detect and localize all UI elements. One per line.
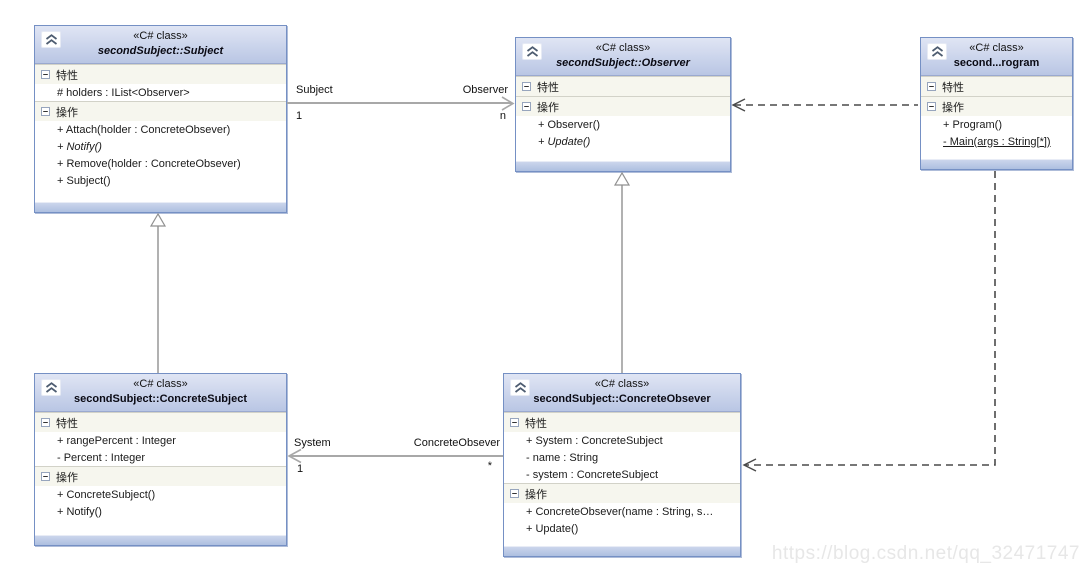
minus-box-icon [41,107,50,116]
section-attributes[interactable]: 特性 [35,64,286,84]
section-operations[interactable]: 操作 [35,466,286,486]
class-box-concrete-obsever[interactable]: «C# class» secondSubject::ConcreteObseve… [503,373,741,557]
class-stereotype: «C# class» [133,378,188,390]
member-row[interactable]: + ConcreteSubject() [35,486,286,503]
class-name: second...rogram [953,57,1040,69]
class-footer [35,535,286,545]
member-row[interactable]: + Notify() [35,503,286,520]
section-label: 特性 [525,417,547,430]
minus-box-icon [510,418,519,427]
role-label-observer: Observer [462,84,508,96]
member-row[interactable]: - Percent : Integer [35,449,286,466]
collapse-chevron-icon[interactable] [41,379,61,396]
member-row[interactable]: + Update() [516,133,730,150]
section-attributes[interactable]: 特性 [504,412,740,432]
member-row[interactable]: + ConcreteObsever(name : String, s… [504,503,740,520]
section-operations[interactable]: 操作 [35,101,286,121]
section-label: 操作 [56,471,78,484]
section-operations[interactable]: 操作 [921,96,1072,116]
section-label: 特性 [56,69,78,82]
class-header: «C# class» secondSubject::ConcreteObseve… [504,374,740,412]
class-stereotype: «C# class» [969,42,1024,54]
multiplicity-observer-end: n [499,110,506,122]
minus-box-icon [510,489,519,498]
section-label: 操作 [525,488,547,501]
section-label: 特性 [56,417,78,430]
class-stereotype: «C# class» [594,378,650,390]
multiplicity-concreteobsever-end: * [487,460,492,472]
member-row[interactable]: - Main(args : String[*]) [921,133,1072,150]
class-stereotype: «C# class» [133,30,188,42]
class-name: secondSubject::Observer [556,57,690,69]
dependency-program-observer[interactable] [731,98,918,112]
collapse-chevron-icon[interactable] [522,43,542,60]
minus-box-icon [522,102,531,111]
class-header: «C# class» secondSubject::Subject [35,26,286,64]
dependency-program-concreteobsever[interactable] [742,171,996,472]
role-label-system: System [294,437,331,449]
collapse-chevron-icon[interactable] [41,31,61,48]
class-header: «C# class» secondSubject::Observer [516,38,730,76]
section-label: 特性 [537,81,559,94]
class-header: «C# class» second...rogram [921,38,1072,76]
member-row[interactable]: + Program() [921,116,1072,133]
section-attributes[interactable]: 特性 [35,412,286,432]
section-label: 操作 [942,101,964,114]
class-footer [516,161,730,171]
class-name: secondSubject::ConcreteSubject [74,393,247,405]
collapse-chevron-icon[interactable] [510,379,530,396]
watermark-text: https://blog.csdn.net/qq_32471747 [771,543,1080,564]
section-label: 操作 [537,101,559,114]
class-footer [921,159,1072,169]
section-operations[interactable]: 操作 [504,483,740,503]
minus-box-icon [41,472,50,481]
member-row[interactable]: + rangePercent : Integer [35,432,286,449]
inheritance-concreteobsever-observer[interactable] [613,171,631,373]
member-row[interactable]: + Subject() [35,172,286,189]
minus-box-icon [927,82,936,91]
class-stereotype: «C# class» [595,42,651,54]
member-row[interactable]: + System : ConcreteSubject [504,432,740,449]
class-footer [504,546,740,556]
multiplicity-system-end: 1 [297,463,304,475]
minus-box-icon [927,102,936,111]
association-subject-observer[interactable] [287,96,515,111]
inheritance-concretesubject-subject[interactable] [149,212,167,373]
member-row[interactable]: - system : ConcreteSubject [504,466,740,483]
role-label-subject: Subject [296,84,333,96]
class-box-program[interactable]: «C# class» second...rogram 特性 操作 + Progr… [920,37,1073,170]
multiplicity-subject-end: 1 [296,110,303,122]
class-box-subject[interactable]: «C# class» secondSubject::Subject 特性 # h… [34,25,287,213]
role-label-concreteobsever: ConcreteObsever [413,437,500,449]
minus-box-icon [41,418,50,427]
class-name: secondSubject::ConcreteObsever [533,393,711,405]
class-footer [35,202,286,212]
minus-box-icon [522,82,531,91]
section-attributes[interactable]: 特性 [921,76,1072,96]
member-row[interactable]: - name : String [504,449,740,466]
minus-box-icon [41,70,50,79]
section-label: 操作 [56,106,78,119]
member-row[interactable]: + Update() [504,520,740,537]
section-attributes[interactable]: 特性 [516,76,730,96]
class-box-concrete-subject[interactable]: «C# class» secondSubject::ConcreteSubjec… [34,373,287,546]
member-row[interactable]: + Attach(holder : ConcreteObsever) [35,121,286,138]
class-box-observer[interactable]: «C# class» secondSubject::Observer 特性 操作… [515,37,731,172]
class-header: «C# class» secondSubject::ConcreteSubjec… [35,374,286,412]
section-operations[interactable]: 操作 [516,96,730,116]
member-row[interactable]: # holders : IList<Observer> [35,84,286,101]
section-label: 特性 [942,81,964,94]
member-row[interactable]: + Observer() [516,116,730,133]
member-row[interactable]: + Notify() [35,138,286,155]
collapse-chevron-icon[interactable] [927,43,947,60]
class-name: secondSubject::Subject [97,45,224,57]
member-row[interactable]: + Remove(holder : ConcreteObsever) [35,155,286,172]
